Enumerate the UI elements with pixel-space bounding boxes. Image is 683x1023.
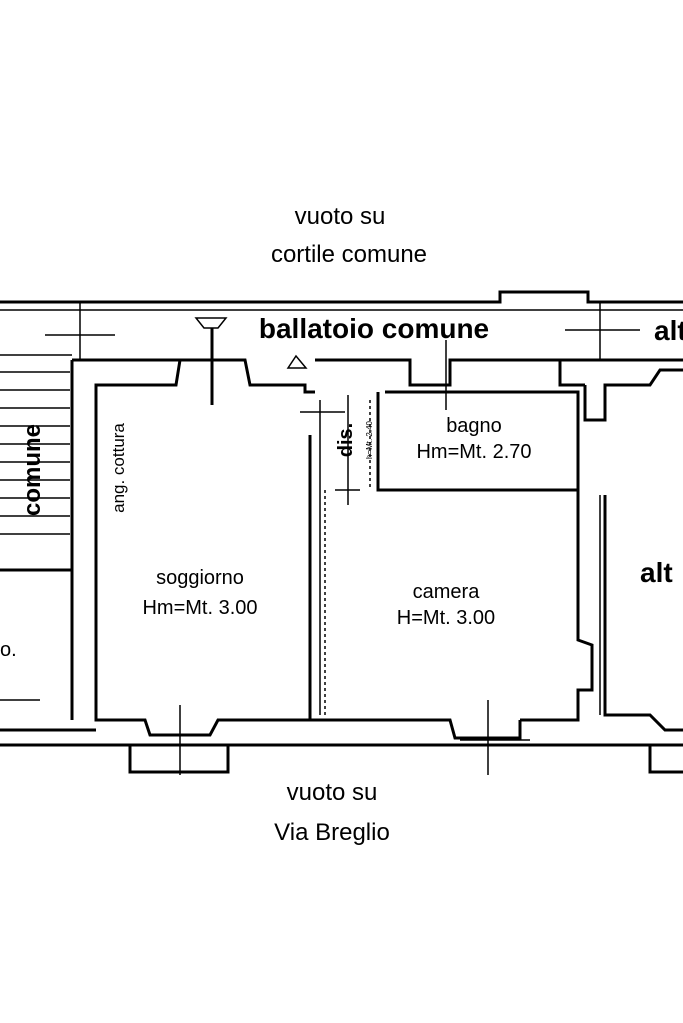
closet-height-label: h=Mt. 2.40 <box>365 420 374 459</box>
closet-label: dis. <box>335 423 357 457</box>
living-room-name: soggiorno <box>156 567 244 589</box>
partial-label-mid-right: alt <box>640 557 673 588</box>
kitchen-corner-label: ang. cottura <box>109 423 128 513</box>
balcony-label: ballatoio comune <box>259 313 489 344</box>
fixtures <box>194 317 447 505</box>
bathroom-name: bagno <box>446 415 502 437</box>
top-void-label-line2: cortile comune <box>271 241 427 268</box>
stair-label: comune <box>19 424 46 516</box>
partial-label-top-right: alt <box>654 315 683 346</box>
bedroom-name: camera <box>413 581 481 603</box>
bathroom-height: Hm=Mt. 2.70 <box>416 441 531 463</box>
bedroom-height: H=Mt. 3.00 <box>397 607 495 629</box>
bottom-void-label-line1: vuoto su <box>287 779 378 806</box>
bottom-void-label-line2: Via Breglio <box>274 819 390 846</box>
stair-treads <box>0 371 70 535</box>
balcony-outline <box>0 290 683 360</box>
left-partial-label: o. <box>0 639 17 661</box>
top-void-label-line1: vuoto su <box>295 203 386 230</box>
living-room-height: Hm=Mt. 3.00 <box>142 597 257 619</box>
building-walls <box>0 354 683 775</box>
